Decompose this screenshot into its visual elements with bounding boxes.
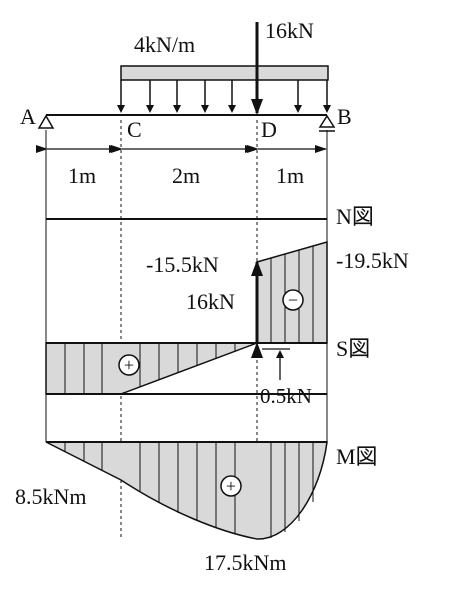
- moment-value-at-d: 17.5kNm: [204, 550, 287, 575]
- span-label-db: 1m: [276, 163, 304, 188]
- s-diagram-positive-hatch: [64, 343, 236, 394]
- m-diagram: +: [45, 441, 328, 540]
- shear-offset-indicator: [262, 348, 290, 380]
- distributed-load: 4kN/m: [117, 32, 331, 113]
- moment-value-at-c: 8.5kNm: [15, 484, 87, 509]
- point-label-c: C: [127, 117, 142, 142]
- moment-positive-sign-icon: +: [220, 475, 242, 497]
- distributed-load-block: [120, 65, 329, 81]
- m-diagram-label: M図: [336, 444, 378, 469]
- shear-value-right-end: -19.5kN: [336, 248, 409, 273]
- span-label-ac: 1m: [68, 163, 96, 188]
- svg-text:+: +: [226, 476, 236, 496]
- positive-sign-icon: +: [118, 354, 140, 376]
- s-diagram: + −: [45, 241, 328, 395]
- span-label-cd: 2m: [172, 163, 200, 188]
- shear-value-left-of-d: -15.5kN: [146, 252, 219, 277]
- svg-text:+: +: [124, 355, 134, 375]
- s-diagram-label: S図: [336, 336, 370, 361]
- distributed-load-label: 4kN/m: [134, 32, 195, 57]
- point-label-d: D: [261, 117, 277, 142]
- svg-text:−: −: [288, 290, 298, 310]
- negative-sign-icon: −: [282, 289, 304, 311]
- distributed-load-arrows: [117, 80, 331, 113]
- m-diagram-area: [45, 441, 328, 540]
- m-diagram-hatch: [64, 442, 314, 538]
- point-label-a: A: [20, 104, 36, 129]
- pin-support-a: [37, 114, 55, 129]
- point-load: 16kN: [251, 18, 314, 115]
- roller-support-b: [318, 114, 336, 132]
- shear-jump-value: 16kN: [186, 289, 235, 314]
- shear-value-right-of-d: 0.5kN: [260, 384, 312, 408]
- point-label-b: B: [337, 104, 352, 129]
- s-diagram-positive-area: [45, 342, 258, 395]
- n-diagram-label: N図: [336, 204, 374, 229]
- point-load-label: 16kN: [265, 18, 314, 43]
